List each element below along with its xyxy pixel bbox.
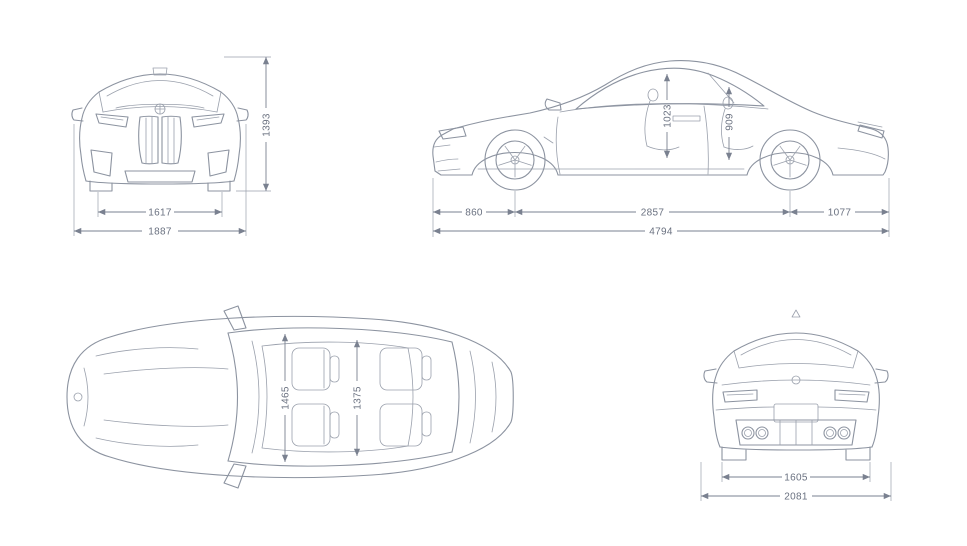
dim-interior-width-rear: 1375 — [353, 340, 364, 456]
hood-roundel-icon — [73, 392, 83, 402]
rear-deck-lines — [469, 350, 497, 444]
rear-wheels — [721, 446, 871, 461]
front-bumper-bottom — [85, 180, 235, 185]
side-taillight — [857, 124, 885, 139]
right-mirror — [236, 107, 249, 122]
diffuser — [735, 419, 857, 446]
left-mirror — [71, 107, 84, 122]
windshield-arc — [227, 332, 239, 462]
dim-label-overall-length: 4794 — [649, 227, 673, 238]
rear-roof — [733, 332, 859, 352]
side-extension-lines — [432, 178, 890, 237]
top-view: 1465 1375 — [66, 305, 514, 489]
dim-label-rear-track: 1605 — [784, 473, 808, 484]
dim-interior-height-rear: 909 — [725, 87, 736, 160]
side-car-drawing — [432, 60, 889, 191]
side-view: 1023 909 860 2857 1077 4794 — [432, 60, 890, 238]
front-seat — [644, 88, 680, 151]
sunroof-lines — [261, 341, 414, 453]
dim-label-front-track: 1617 — [148, 208, 172, 219]
dim-label-interior-width-front: 1465 — [281, 386, 292, 410]
rear-mirror-left — [703, 368, 718, 384]
side-glass — [575, 67, 765, 110]
dim-label-front-overhang: 860 — [465, 208, 483, 219]
dim-interior-height-front: 1023 — [663, 74, 674, 158]
dim-label-front-width: 1887 — [148, 227, 172, 238]
dim-label-wheelbase: 2857 — [641, 208, 665, 219]
front-windshield — [106, 80, 214, 97]
top-body-outline — [66, 315, 514, 479]
front-view: 1393 1617 1887 — [71, 56, 273, 238]
rear-roundel-icon — [791, 375, 801, 385]
rear-car-drawing — [703, 309, 889, 461]
roof-front-arc — [251, 340, 260, 454]
bumper-creases — [715, 406, 877, 411]
rear-wheel — [759, 129, 821, 191]
rear-window — [733, 339, 859, 369]
rear-view: 1605 2081 — [700, 309, 892, 503]
dim-overall-length: 4794 — [433, 227, 889, 238]
dim-wheelbase: 2857 — [515, 208, 790, 219]
side-body-outline — [432, 60, 889, 176]
front-roof — [98, 73, 222, 93]
spoiler-lip — [857, 121, 883, 128]
top-front-seats — [291, 347, 340, 447]
dim-label-interior-width-rear: 1375 — [353, 386, 364, 410]
top-car-drawing — [66, 305, 514, 489]
quarter-window-divider — [707, 72, 735, 104]
trunk-line — [721, 379, 871, 386]
top-rear-seats — [379, 347, 432, 447]
bmw-roundel-icon — [154, 103, 166, 115]
rear-bumper-crease — [837, 147, 886, 160]
front-body-right — [220, 91, 241, 182]
rear-mirror-right — [874, 368, 889, 384]
dim-front-track: 1617 — [97, 192, 223, 219]
front-fascia-lines — [433, 144, 461, 172]
front-car-drawing — [71, 67, 249, 192]
rear-glass-arc — [451, 341, 460, 453]
dim-front-width: 1887 — [73, 124, 247, 238]
headlights — [95, 113, 225, 128]
rear-body-left — [712, 350, 735, 448]
taillights — [722, 389, 870, 403]
dim-rear-overhang: 1077 — [790, 208, 889, 219]
door-lines — [555, 105, 709, 175]
dim-interior-width-front: 1465 — [281, 334, 292, 462]
top-mirror-left — [223, 305, 247, 331]
front-a-pillars — [98, 91, 222, 113]
rearview-mirror — [152, 67, 168, 76]
license-plate — [773, 403, 819, 423]
dim-label-interior-height-front: 1023 — [663, 104, 674, 128]
dim-label-rear-overhang: 1077 — [828, 208, 852, 219]
front-wheels — [89, 180, 231, 192]
side-mirror — [544, 98, 562, 111]
dim-rear-track: 1605 — [721, 462, 871, 484]
front-body-left — [79, 91, 100, 182]
dim-label-interior-height-rear: 909 — [725, 113, 736, 131]
dim-front-height: 1393 — [224, 56, 273, 192]
dim-front-overhang: 860 — [433, 208, 515, 219]
kidney-grille — [138, 115, 182, 165]
dim-label-rear-width: 2081 — [784, 492, 808, 503]
hood-lines — [83, 347, 229, 447]
rear-bumper-bottom — [719, 446, 873, 451]
dim-rear-width: 2081 — [700, 462, 892, 503]
rear-body-right — [857, 350, 880, 448]
front-air-intakes — [90, 149, 230, 183]
roof-sides — [227, 327, 453, 467]
top-mirror-right — [223, 463, 247, 489]
fender-vent — [543, 136, 554, 144]
side-headlight — [438, 126, 467, 140]
rear-seat — [721, 96, 754, 150]
front-wheel — [484, 129, 546, 191]
dim-label-front-height: 1393 — [262, 113, 273, 137]
antenna-fin — [791, 309, 801, 318]
exhaust-tips — [741, 426, 851, 440]
door-handle — [672, 115, 701, 122]
